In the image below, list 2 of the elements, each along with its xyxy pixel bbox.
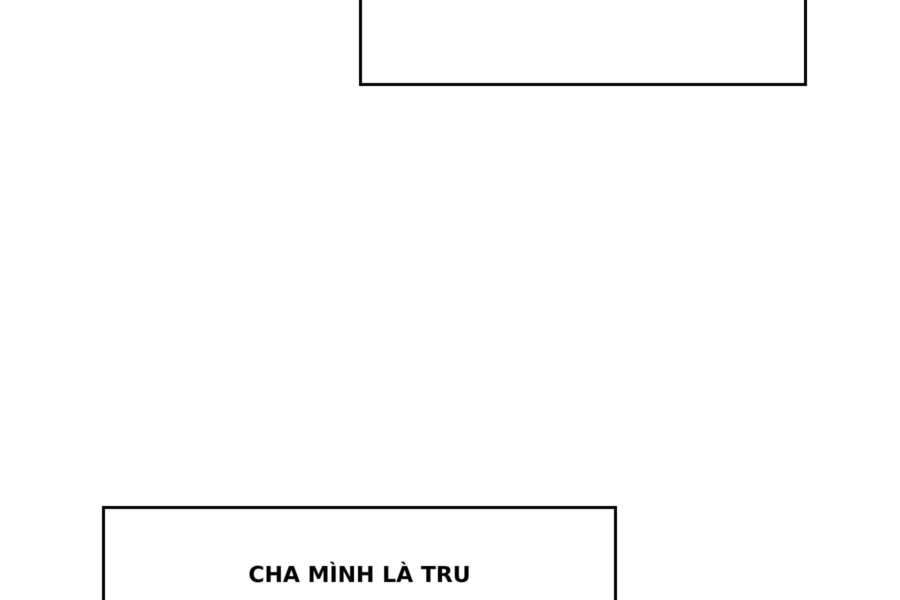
panel-box <box>359 0 807 86</box>
caption-box <box>102 506 617 600</box>
